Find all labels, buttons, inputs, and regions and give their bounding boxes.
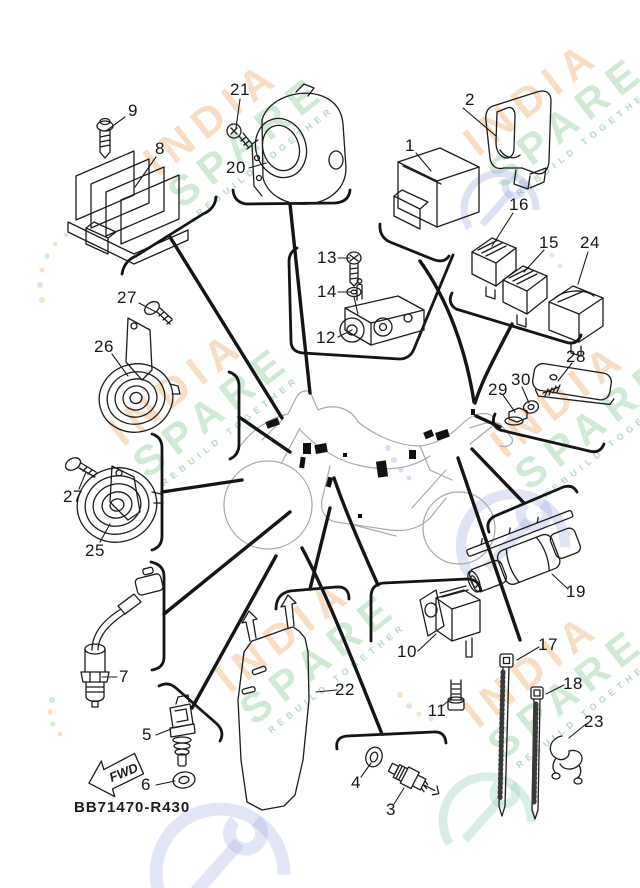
callout-11: 11 xyxy=(427,701,447,720)
callout-13: 13 xyxy=(317,248,337,267)
callout-27a: 27 xyxy=(117,288,137,307)
part-19-ignition-coil xyxy=(466,509,582,593)
callout-14: 14 xyxy=(317,282,337,301)
part-16-relay xyxy=(471,237,517,300)
fwd-label: FWD xyxy=(107,760,141,785)
part-26-horn xyxy=(98,317,181,433)
callout-16: 16 xyxy=(509,195,529,214)
part-13-screw xyxy=(346,251,362,287)
part-30-washer xyxy=(522,400,540,414)
callout-27b: 27 xyxy=(63,487,83,506)
part-28-plate xyxy=(532,362,615,406)
part-10-relay-assy xyxy=(419,585,481,658)
callout-1: 1 xyxy=(405,136,415,155)
callout-24: 24 xyxy=(580,233,600,252)
part-2-cover xyxy=(485,90,552,190)
part-25-horn xyxy=(76,465,164,543)
part-27a-bolt xyxy=(144,300,173,325)
callout-6: 6 xyxy=(141,775,151,794)
part-1-ecu xyxy=(393,147,480,230)
callout-29: 29 xyxy=(488,380,508,399)
part-22-panel xyxy=(237,594,310,811)
callout-22: 22 xyxy=(335,680,355,699)
fwd-arrow: FWD xyxy=(88,752,145,798)
callout-12: 12 xyxy=(316,328,336,347)
callout-15: 15 xyxy=(539,233,559,252)
part-20-cover xyxy=(251,83,347,205)
leader-lines xyxy=(160,202,526,736)
group-brackets xyxy=(120,188,606,751)
motorcycle-outline xyxy=(223,390,513,565)
part-7-o2-sensor xyxy=(80,566,164,708)
part-21-screw xyxy=(226,123,253,150)
part-27b-bolt xyxy=(64,457,98,478)
part-11-bolt xyxy=(447,679,465,711)
callout-26: 26 xyxy=(94,337,114,356)
callout-8: 8 xyxy=(155,139,165,158)
callout-5: 5 xyxy=(142,725,152,744)
callout-20: 20 xyxy=(226,158,246,177)
callout-9: 9 xyxy=(128,101,138,120)
watermark-dots xyxy=(37,232,563,737)
callout-2: 2 xyxy=(465,90,475,109)
part-17-cable-tie xyxy=(497,653,514,817)
callout-25: 25 xyxy=(85,541,105,560)
callout-28: 28 xyxy=(566,347,586,366)
callout-4: 4 xyxy=(351,773,361,792)
part-4-gasket xyxy=(365,746,383,768)
location-markers xyxy=(265,409,475,518)
part-24-relay xyxy=(548,285,604,357)
part-8-rectifier xyxy=(67,150,189,265)
callout-7: 7 xyxy=(119,667,129,686)
part-9-bolt xyxy=(96,117,114,159)
part-23-clamp xyxy=(549,735,583,785)
part-3-spark-plug xyxy=(387,762,440,796)
part-5-temp-sensor xyxy=(169,694,196,767)
callout-10: 10 xyxy=(397,642,417,661)
part-15-relay xyxy=(502,265,548,328)
callout-17: 17 xyxy=(538,635,558,654)
part-12-switch xyxy=(339,278,425,346)
callout-18: 18 xyxy=(563,674,583,693)
diagram-code: BB71470-R430 xyxy=(74,799,191,816)
callout-3: 3 xyxy=(386,800,396,819)
part-18-cable-tie xyxy=(530,686,544,820)
callout-30: 30 xyxy=(511,370,531,389)
part-6-washer xyxy=(172,771,196,789)
callout-19: 19 xyxy=(566,582,586,601)
callout-21: 21 xyxy=(230,80,250,99)
part-29-nut xyxy=(504,407,528,426)
callout-23: 23 xyxy=(584,712,604,731)
